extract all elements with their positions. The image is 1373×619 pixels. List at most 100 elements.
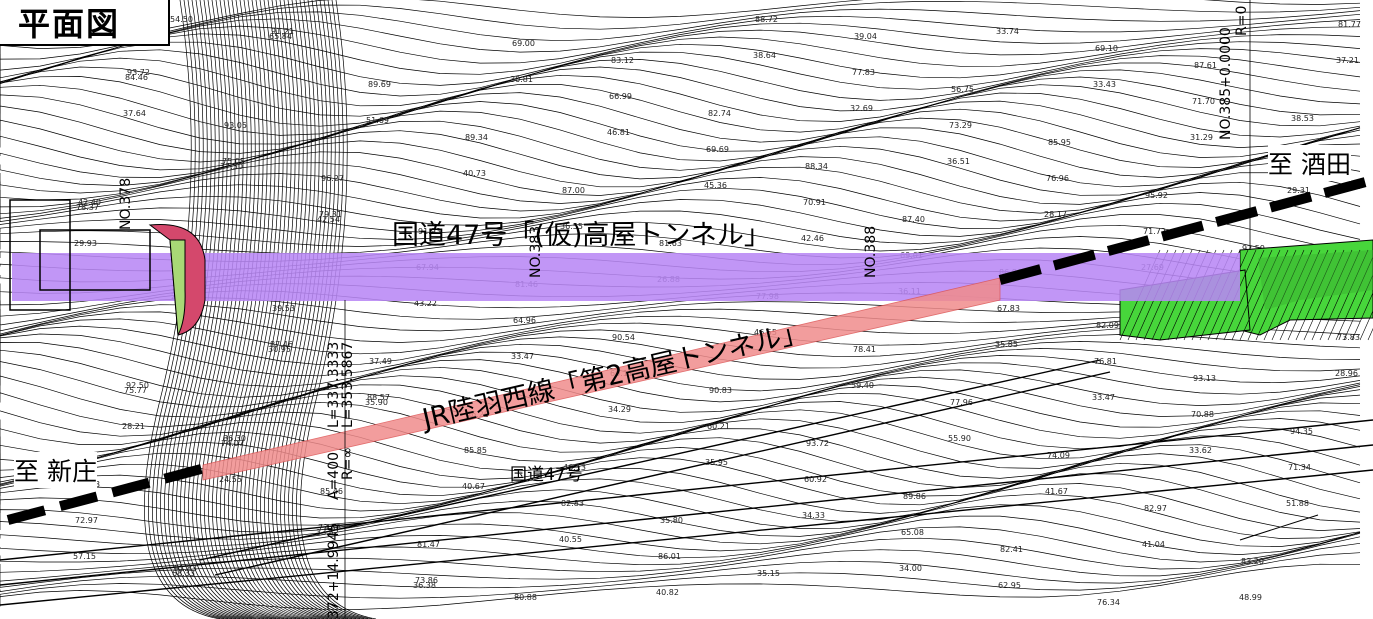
elevation-value: 42.40 (78, 198, 101, 207)
road-edge (0, 444, 1373, 586)
contour-line (0, 48, 1361, 107)
elevation-value: 81.63 (659, 239, 682, 248)
elevation-value: 94.35 (1290, 427, 1313, 436)
road-edge (199, 359, 1101, 561)
contour-line (0, 129, 1361, 201)
elevation-value: 75.77 (124, 386, 147, 395)
plan-title: 平面図 (18, 5, 121, 43)
contour-line (0, 108, 1361, 178)
elevation-value: 64.96 (513, 316, 536, 325)
elevation-value: 82.41 (1000, 545, 1023, 554)
contour-line (0, 526, 1361, 573)
elevation-value: 40.67 (462, 482, 485, 491)
contour-line (0, 532, 1361, 582)
contour-line (0, 536, 1361, 588)
elevation-value: 82.97 (1144, 504, 1167, 513)
road-edge (0, 469, 1373, 606)
contour-line (0, 84, 1361, 154)
contour-line (188, 0, 265, 619)
elevation-value: 73.86 (415, 576, 438, 585)
elevation-value: 93.13 (1193, 374, 1216, 383)
elevation-value: 69.69 (706, 145, 729, 154)
elevation-value: 96.27 (321, 174, 344, 183)
elevation-value: 86.30 (223, 434, 246, 443)
elevation-value: 31.29 (1190, 133, 1213, 142)
contour-line (224, 0, 301, 619)
contour-line (248, 0, 325, 619)
contour-line (0, 127, 1361, 194)
contour-line (252, 0, 329, 619)
elevation-value: 35.80 (660, 516, 683, 525)
elevation-value: 95.92 (1145, 191, 1168, 200)
contour-line (232, 0, 309, 619)
elevation-value: 28.96 (1335, 369, 1358, 378)
curve-l2: L=353.5867 (340, 341, 356, 428)
elevation-value: 78.41 (853, 345, 876, 354)
elevation-value: 80.88 (514, 593, 537, 602)
elevation-value: 90.83 (709, 386, 732, 395)
elevation-value: 33.82 (316, 528, 339, 537)
contour-line (296, 0, 373, 619)
contour-line (0, 76, 1361, 145)
elevation-value: 89.69 (368, 80, 391, 89)
elevation-value: 73.83 (1337, 333, 1360, 342)
elevation-value: 70.88 (1191, 410, 1214, 419)
contour-line (180, 0, 257, 619)
elevation-value: 82.83 (561, 499, 584, 508)
tunnel-portal-left (9, 199, 206, 337)
elevation-value: 28.17 (1044, 210, 1067, 219)
to-sakata-label: 至 酒田 (1268, 145, 1351, 181)
contour-line (148, 0, 225, 619)
contour-line (260, 0, 337, 619)
elevation-value: 76.96 (1046, 174, 1069, 183)
elevation-value: 76.34 (1097, 598, 1120, 607)
elevation-value: 60.92 (804, 475, 827, 484)
contour-line (0, 26, 1361, 83)
contour-line (0, 100, 1361, 171)
elevation-value: 86.01 (658, 552, 681, 561)
contour-line (0, 92, 1361, 163)
station-no383: NO.383 (528, 225, 544, 278)
elevation-value: 41.67 (1045, 487, 1068, 496)
elevation-value: 35.90 (365, 398, 388, 407)
elevation-value: 43.22 (414, 299, 437, 308)
road-edge (0, 419, 1373, 561)
elevation-value: 37.49 (369, 357, 392, 366)
contour-line (144, 0, 221, 619)
contour-line (272, 0, 349, 619)
elevation-value: 69.00 (512, 39, 535, 48)
elevation-value: 45.36 (704, 181, 727, 190)
elevation-value: 77.83 (852, 68, 875, 77)
elevation-value: 57.15 (73, 552, 96, 561)
elevation-value: 88.57 (367, 393, 390, 402)
elevation-value: 55.90 (948, 434, 971, 443)
elevation-value: 83.12 (611, 56, 634, 65)
contour-line (216, 0, 293, 619)
elevation-value: 37.21 (1336, 56, 1359, 65)
elevation-value: 38.64 (753, 51, 776, 60)
station-no385: NO.385+0.0000 (1218, 27, 1234, 140)
contour-line (0, 355, 1361, 418)
elevation-value: 70.91 (803, 198, 826, 207)
elevation-value: 93.05 (224, 121, 247, 130)
contour-line (0, 69, 1361, 136)
hatch-line (1343, 274, 1373, 341)
elevation-value: 72.97 (75, 516, 98, 525)
elevation-value: 62.95 (998, 581, 1021, 590)
elevation-value: 92.50 (126, 381, 149, 390)
elevation-value: 65.84 (269, 32, 292, 41)
contour-line (228, 0, 305, 619)
contour-line (0, 542, 1361, 592)
elevation-value: 30.81 (510, 75, 533, 84)
elevation-value: 81.77 (1338, 20, 1361, 29)
elevation-value: 67.83 (997, 304, 1020, 313)
elevation-value: 40.82 (656, 588, 679, 597)
contour-line (196, 0, 273, 619)
contour-line (184, 0, 261, 619)
elevation-value: 36.38 (413, 581, 436, 590)
road-lines (0, 359, 1373, 606)
elevation-value: 34.33 (802, 511, 825, 520)
contour-line (0, 483, 1361, 540)
railway-line (6, 175, 1373, 525)
elevation-value: 85.95 (1048, 138, 1071, 147)
